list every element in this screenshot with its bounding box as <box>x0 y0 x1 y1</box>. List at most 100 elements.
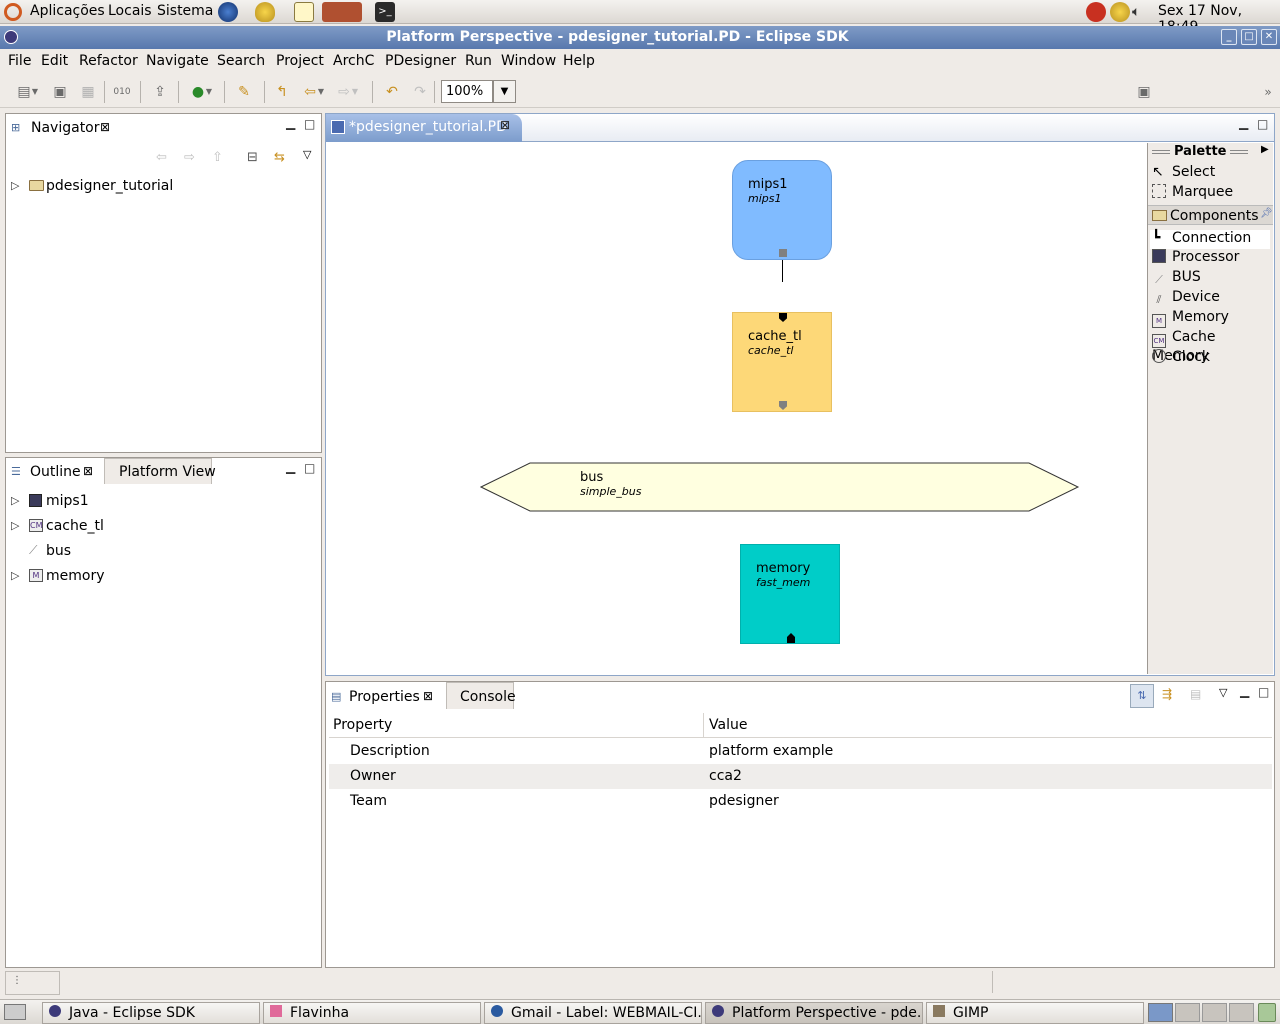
new-icon[interactable]: ▤ <box>17 84 31 100</box>
workspace-switcher-3[interactable] <box>1202 1003 1227 1022</box>
dropdown-icon[interactable]: ▼ <box>31 87 39 96</box>
fast-view-bar[interactable]: ⋮ <box>5 971 60 995</box>
palette-connection-tool[interactable]: ┗Connection <box>1150 230 1270 249</box>
tree-item[interactable]: ⟋ bus <box>6 540 321 564</box>
trash-icon[interactable] <box>1258 1003 1276 1022</box>
notification-icon[interactable] <box>1086 2 1106 22</box>
tree-item[interactable]: ▷ CM cache_tl <box>6 515 321 539</box>
save-icon[interactable]: ▣ <box>53 84 67 100</box>
restore-default-icon[interactable]: ▤ <box>1190 687 1202 701</box>
run-icon[interactable]: ● <box>191 84 205 100</box>
dropdown-icon[interactable]: ▼ <box>351 87 359 96</box>
diagram-canvas[interactable]: mips1 mips1 cache_tl cache_tl bus simple… <box>328 143 1143 674</box>
undo-icon[interactable]: ↶ <box>386 84 398 100</box>
forward-icon[interactable]: ⇨ <box>184 150 195 165</box>
eclipse-window-icon[interactable] <box>4 30 18 44</box>
taskbar-item-flavinha[interactable]: Flavinha <box>263 1002 481 1024</box>
menu-file[interactable]: File <box>8 53 32 69</box>
palette-marquee-tool[interactable]: Marquee <box>1152 184 1233 200</box>
messenger-icon[interactable] <box>255 2 275 22</box>
more-icon[interactable]: » <box>1264 85 1272 99</box>
workspace-switcher-4[interactable] <box>1229 1003 1254 1022</box>
menu-pdesigner[interactable]: PDesigner <box>385 53 457 69</box>
link-editor-icon[interactable]: ⇆ <box>274 150 285 165</box>
last-edit-icon[interactable]: ↰ <box>276 84 288 100</box>
pin-icon[interactable]: 📌︎ <box>1260 208 1273 219</box>
pin-icon[interactable]: ✎ <box>238 84 250 100</box>
workspace-switcher-2[interactable] <box>1175 1003 1200 1022</box>
web-browser-icon[interactable] <box>218 2 238 22</box>
bus-node[interactable] <box>480 462 1080 512</box>
close-tab-icon[interactable]: ⊠ <box>83 464 94 478</box>
show-advanced-icon[interactable]: ⇶ <box>1162 687 1173 701</box>
menu-search[interactable]: Search <box>217 53 266 69</box>
maximize-view-icon[interactable]: □ <box>304 461 316 475</box>
palette-header[interactable]: Palette ▶ <box>1148 143 1273 161</box>
connection-line[interactable] <box>782 257 783 282</box>
app-launcher-icon[interactable] <box>322 2 362 22</box>
minimize-window-button[interactable]: _ <box>1221 29 1237 45</box>
forward-icon[interactable]: ⇨ <box>338 84 350 100</box>
minimize-view-icon[interactable]: ▁ <box>1240 684 1250 698</box>
tab-platform-view[interactable]: Platform View <box>104 458 216 484</box>
taskbar-item-gimp[interactable]: GIMP <box>926 1002 1144 1024</box>
port-icon[interactable] <box>779 313 787 322</box>
column-header-value[interactable]: Value <box>709 717 748 733</box>
menu-project[interactable]: Project <box>276 53 324 69</box>
export-icon[interactable]: ⇪ <box>154 84 166 100</box>
port-icon[interactable] <box>779 249 787 257</box>
palette-device-tool[interactable]: ⫽Device <box>1152 289 1220 308</box>
port-icon[interactable] <box>779 401 787 410</box>
close-tab-icon[interactable]: ⊠ <box>500 118 511 132</box>
taskbar-item-platform-perspective[interactable]: Platform Perspective - pde... <box>705 1002 923 1024</box>
text-editor-icon[interactable] <box>294 2 314 22</box>
table-row[interactable]: Description platform example <box>329 739 1272 764</box>
property-value[interactable]: pdesigner <box>709 793 779 809</box>
minimize-view-icon[interactable]: ▁ <box>286 116 296 130</box>
port-icon[interactable] <box>787 633 795 643</box>
maximize-view-icon[interactable]: □ <box>304 117 316 131</box>
table-row[interactable]: Team pdesigner <box>329 789 1272 814</box>
menu-sistema[interactable]: Sistema <box>157 3 214 19</box>
bus-shape[interactable] <box>480 462 1080 512</box>
status-icon[interactable] <box>1110 2 1130 22</box>
expand-icon[interactable]: ▷ <box>11 569 20 582</box>
zoom-combo-value[interactable]: 100% <box>441 80 493 103</box>
palette-processor-tool[interactable]: Processor <box>1152 249 1239 265</box>
dropdown-icon[interactable]: ▼ <box>317 87 325 96</box>
menu-window[interactable]: Window <box>501 53 557 69</box>
palette-menu-icon[interactable]: ▶ <box>1261 144 1269 155</box>
maximize-editor-icon[interactable]: □ <box>1257 117 1269 131</box>
table-row[interactable]: Owner cca2 <box>329 764 1272 789</box>
menu-locais[interactable]: Locais <box>108 3 152 19</box>
zoom-dropdown-button[interactable]: ▼ <box>493 80 516 103</box>
property-value[interactable]: platform example <box>709 743 834 759</box>
minimize-view-icon[interactable]: ▁ <box>286 460 296 474</box>
cache-node[interactable]: cache_tl cache_tl <box>732 312 832 412</box>
property-value[interactable]: cca2 <box>709 768 742 784</box>
menu-aplicacoes[interactable]: Aplicações <box>30 3 105 19</box>
up-icon[interactable]: ⇧ <box>212 150 223 165</box>
ubuntu-logo-icon[interactable] <box>4 3 22 21</box>
workspace-switcher-1[interactable] <box>1148 1003 1173 1022</box>
menu-navigate[interactable]: Navigate <box>146 53 209 69</box>
redo-icon[interactable]: ↷ <box>414 84 426 100</box>
tree-item[interactable]: ▷ mips1 <box>6 490 321 514</box>
column-header-property[interactable]: Property <box>333 717 393 733</box>
maximize-window-button[interactable]: □ <box>1241 29 1257 45</box>
menu-edit[interactable]: Edit <box>41 53 69 69</box>
expand-icon[interactable]: ▷ <box>11 494 20 507</box>
tree-item[interactable]: ▷ M memory <box>6 565 321 589</box>
binary-icon[interactable]: 010 <box>113 87 131 97</box>
expand-icon[interactable]: ▷ <box>11 519 20 532</box>
components-drawer[interactable]: Components 📌︎ <box>1148 205 1273 225</box>
show-desktop-icon[interactable] <box>4 1004 26 1020</box>
print-icon[interactable]: ▦ <box>81 84 95 100</box>
open-perspective-icon[interactable]: ▣ <box>1137 84 1151 100</box>
menu-run[interactable]: Run <box>465 53 492 69</box>
tab-console[interactable]: Console <box>446 682 516 709</box>
editor-tab[interactable]: *pdesigner_tutorial.PD ⊠ <box>326 114 522 142</box>
close-tab-icon[interactable]: ⊠ <box>100 120 111 134</box>
palette-select-tool[interactable]: ↖Select <box>1152 164 1215 180</box>
